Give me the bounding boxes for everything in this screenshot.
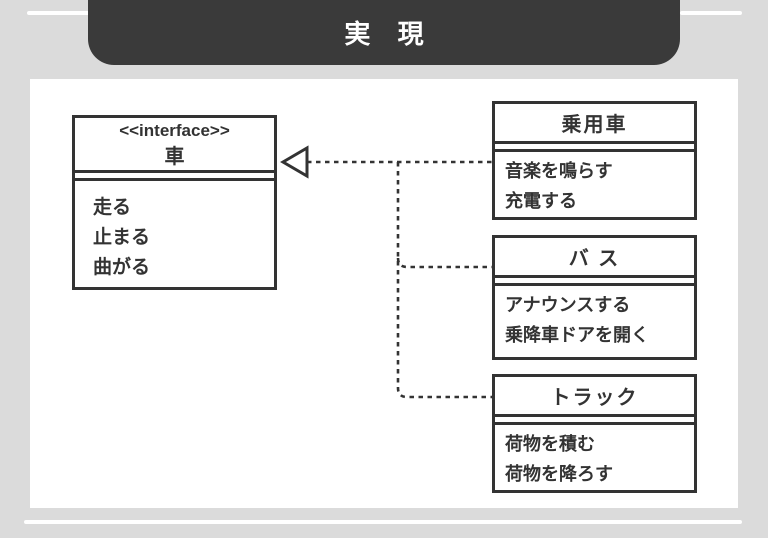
- deco-line-top-left: [27, 11, 90, 15]
- class-name: 乗用車: [495, 104, 694, 144]
- page-title: 実 現: [344, 19, 434, 49]
- method-label: アナウンスする: [505, 295, 631, 315]
- interface-class-box: <<interface>> 車 走る 止まる 曲がる: [72, 115, 277, 290]
- deco-line-bottom: [24, 520, 742, 524]
- class-methods: アナウンスする 乗降車ドアを開く: [495, 283, 694, 357]
- method-label: 乗降車ドアを開く: [505, 325, 649, 345]
- class-name: バ ス: [495, 238, 694, 278]
- interface-box-methods: 走る 止まる 曲がる: [75, 178, 274, 287]
- method-label: 止まる: [93, 227, 151, 248]
- deco-line-top-right: [680, 11, 742, 15]
- method-label: 走る: [93, 197, 132, 218]
- interface-name: 車: [164, 146, 185, 168]
- interface-box-header: <<interface>> 車: [75, 118, 274, 173]
- method-label: 音楽を鳴らす: [505, 161, 613, 181]
- method-label: 充電する: [505, 191, 577, 211]
- title-banner: 実 現: [88, 0, 680, 65]
- class-methods: 音楽を鳴らす 充電する: [495, 149, 694, 217]
- method-label: 曲がる: [93, 257, 151, 278]
- class-box-passenger-car: 乗用車 音楽を鳴らす 充電する: [492, 101, 697, 220]
- method-label: 荷物を積む: [505, 434, 595, 454]
- class-methods: 荷物を積む 荷物を降ろす: [495, 422, 694, 490]
- interface-stereotype: <<interface>>: [119, 121, 230, 140]
- class-box-truck: トラック 荷物を積む 荷物を降ろす: [492, 374, 697, 493]
- class-name: トラック: [495, 377, 694, 417]
- class-box-bus: バ ス アナウンスする 乗降車ドアを開く: [492, 235, 697, 360]
- method-label: 荷物を降ろす: [505, 464, 613, 484]
